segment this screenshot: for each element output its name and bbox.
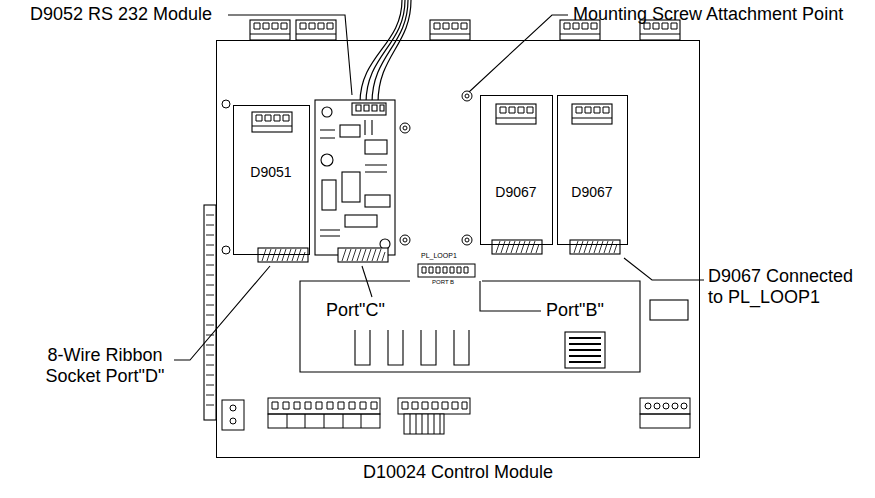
- module-board: [315, 100, 395, 255]
- leader-lines: [174, 15, 704, 360]
- ribbon-socket: [570, 240, 620, 254]
- port-outline: [300, 281, 640, 372]
- screw-point: [403, 126, 407, 130]
- terminal-block: [250, 20, 290, 40]
- terminal-block: [496, 104, 536, 124]
- bottom-terminals: [222, 398, 690, 434]
- leader-line: [228, 15, 352, 95]
- module-label: D9051: [250, 164, 291, 180]
- cable-wire: [366, 0, 405, 103]
- module-terminal-pins: [356, 105, 384, 111]
- leader-line: [624, 258, 704, 280]
- screw-point: [222, 100, 230, 108]
- screw-point: [462, 91, 472, 101]
- chip: [342, 172, 360, 202]
- callout-label: 8-Wire Ribbon Socket Port"D": [40, 345, 170, 386]
- module-terminal: [352, 103, 386, 115]
- screw-point: [465, 94, 469, 98]
- terminal-screw: [230, 418, 236, 424]
- cable-wire: [372, 0, 408, 103]
- terminal-pins: [272, 402, 377, 409]
- callout-label: D9067 Connected to PL_LOOP1: [708, 266, 858, 307]
- terminal-legend-row: [640, 414, 690, 428]
- edge-connector: [204, 205, 216, 420]
- aux-terminal: [222, 400, 244, 430]
- callout-label: Mounting Screw Attachment Point: [573, 4, 843, 25]
- terminal-screw: [672, 403, 678, 409]
- terminal-screw: [230, 405, 236, 411]
- ribbon-socket: [258, 248, 308, 262]
- screw-point: [465, 238, 469, 242]
- rs232-cable: [360, 0, 411, 103]
- edge-connector-body: [204, 205, 216, 420]
- terminal-pins: [402, 402, 467, 409]
- component-outline: [650, 300, 688, 320]
- connector-pins: [422, 267, 468, 273]
- sounder-terminal-strip: [398, 398, 470, 414]
- connector-label: PORT B: [432, 279, 454, 286]
- terminal-block: [252, 112, 292, 132]
- leader-line: [362, 266, 372, 297]
- chip: [345, 215, 377, 227]
- terminal-screw: [663, 403, 669, 409]
- port-label: Port"B": [546, 300, 604, 321]
- module-label: D9067: [571, 184, 612, 200]
- relay-outlines: [355, 330, 469, 365]
- terminal-screw: [645, 403, 651, 409]
- mounting-screws: [222, 91, 472, 254]
- rs232-module: [315, 100, 395, 255]
- pl-loop-connector: [418, 264, 475, 277]
- ribbon-socket: [338, 248, 388, 262]
- edge-connector-pins: [206, 215, 214, 405]
- terminal-block: [572, 104, 612, 124]
- ribbon-sockets: [258, 240, 620, 262]
- port-label: Port"C": [326, 300, 385, 321]
- transformer-winding: [569, 338, 601, 362]
- plug-in-module: D9067: [557, 95, 628, 245]
- board-caption: D10024 Control Module: [363, 462, 553, 483]
- leader-line: [480, 281, 541, 311]
- circuit-traces: [320, 120, 387, 236]
- terminal-screw: [654, 403, 660, 409]
- chip: [365, 140, 387, 154]
- mounting-hole: [322, 107, 332, 117]
- leader-line: [174, 266, 270, 360]
- terminal-screw: [681, 403, 687, 409]
- plug-in-module: D9051: [233, 105, 310, 255]
- screw-point: [222, 246, 230, 254]
- plug-pins: [410, 414, 440, 434]
- plug-in-module: D9067: [480, 95, 553, 245]
- power-terminal-strip: [640, 398, 690, 414]
- connector-body: [418, 264, 475, 277]
- cable-wire: [378, 0, 411, 103]
- port-region: [300, 281, 688, 372]
- terminal-block: [296, 20, 336, 40]
- cable-wire: [360, 0, 402, 103]
- terminal-dividers: [287, 414, 361, 428]
- chip: [365, 195, 390, 207]
- capacitor: [321, 154, 333, 166]
- chip: [322, 180, 336, 210]
- relay-terminal-strip: [268, 398, 380, 414]
- control-module-board: D10024 Control ModuleD9051D9067D9067: [216, 40, 700, 458]
- connector-label: PL_LOOP1: [421, 252, 457, 260]
- transformer: [565, 332, 605, 368]
- terminal-block: [430, 20, 470, 40]
- screw-point: [400, 235, 410, 245]
- callout-label: D9052 RS 232 Module: [30, 4, 212, 25]
- screw-point: [462, 235, 472, 245]
- screw-point: [403, 238, 407, 242]
- module-label: D9067: [495, 184, 536, 200]
- screw-point: [400, 123, 410, 133]
- ribbon-socket: [492, 240, 542, 254]
- sounder-plug: [404, 414, 444, 434]
- leader-line: [469, 15, 568, 92]
- terminal-legend-row: [268, 414, 380, 428]
- chip: [340, 125, 360, 137]
